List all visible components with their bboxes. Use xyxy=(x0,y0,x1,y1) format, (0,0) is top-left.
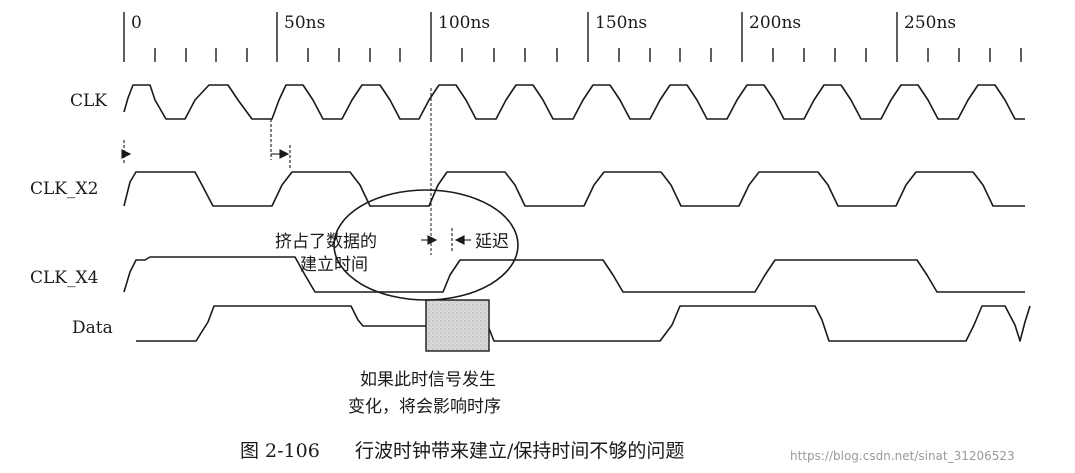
annotation-delay: 延迟 xyxy=(475,232,509,252)
data-transition-block xyxy=(425,299,490,352)
delay-arrow-left-icon xyxy=(121,149,132,159)
watermark-text: https://blog.csdn.net/sinat_31206523 xyxy=(790,449,1015,463)
signal-label-clk-x2: CLK_X2 xyxy=(30,179,98,199)
annotation-setup-occupied-line1: 挤占了数据的 xyxy=(275,232,377,252)
clk-waveform xyxy=(123,84,1025,120)
time-ruler xyxy=(123,12,1022,62)
clk-x2-delay-markers xyxy=(121,119,291,168)
figure-caption: 行波时钟带来建立/保持时间不够的问题 xyxy=(355,440,684,462)
data-waveform xyxy=(136,305,1031,342)
setup-violation-ellipse xyxy=(333,189,519,301)
ruler-label-250ns: 250ns xyxy=(904,13,956,33)
signal-label-data: Data xyxy=(72,318,113,338)
ruler-label-50ns: 50ns xyxy=(284,13,325,33)
time-ruler-labels: 0 50ns 100ns 150ns 200ns 250ns xyxy=(131,13,956,33)
ruler-label-150ns: 150ns xyxy=(595,13,647,33)
annotation-data-change-line2: 变化，将会影响时序 xyxy=(348,397,501,417)
delay-arrow-icon xyxy=(454,235,465,245)
ruler-minor-ticks xyxy=(154,48,1022,62)
clk-x2-waveform xyxy=(123,171,1025,207)
ruler-label-0: 0 xyxy=(131,13,142,33)
annotation-data-change-line1: 如果此时信号发生 xyxy=(360,370,496,390)
signal-label-clk-x4: CLK_X4 xyxy=(30,268,98,288)
ruler-label-100ns: 100ns xyxy=(438,13,490,33)
signal-label-clk: CLK xyxy=(70,91,107,111)
annotation-setup-occupied-line2: 建立时间 xyxy=(300,255,368,275)
occupied-arrow-icon xyxy=(427,235,438,245)
ruler-label-200ns: 200ns xyxy=(749,13,801,33)
clk-x4-waveform xyxy=(123,256,1025,293)
delay-annotation-arrows xyxy=(421,228,471,252)
figure-number: 图 2-106 xyxy=(240,440,320,462)
